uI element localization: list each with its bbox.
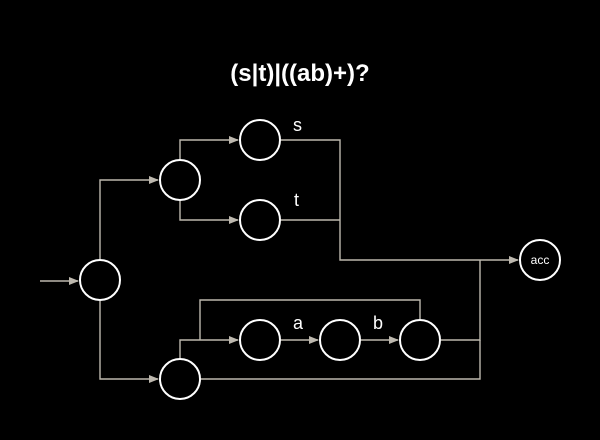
state-lower-split bbox=[159, 358, 201, 400]
edge-start-to-upper-split bbox=[99, 176, 159, 260]
edge-s-to-accept bbox=[280, 139, 519, 264]
states bbox=[79, 119, 561, 400]
edge-label-t: t bbox=[294, 190, 299, 210]
edge-upper-split-to-t bbox=[179, 200, 239, 224]
state-b bbox=[319, 319, 361, 361]
state-a bbox=[239, 319, 281, 361]
edge-ab-end-to-accept bbox=[441, 260, 481, 341]
edge-label-b: b bbox=[373, 313, 383, 333]
edge-start-to-lower-split bbox=[99, 301, 159, 383]
edge-lower-split-to-a bbox=[179, 336, 239, 359]
edges bbox=[40, 136, 519, 383]
state-ab-end bbox=[399, 319, 441, 361]
state-start bbox=[79, 259, 121, 301]
state-upper-split bbox=[159, 159, 201, 201]
state-accept bbox=[519, 239, 561, 281]
edge-label-s: s bbox=[293, 115, 302, 135]
accept-state-label: acc bbox=[531, 253, 550, 267]
edge-upper-split-to-s bbox=[179, 136, 239, 160]
state-s bbox=[239, 119, 281, 161]
state-t bbox=[239, 199, 281, 241]
edge-ab-loop bbox=[199, 299, 421, 340]
diagram-title: (s|t)|((ab)+)? bbox=[230, 60, 369, 87]
edge-label-a: a bbox=[293, 313, 304, 333]
edge-lower-split-skip-to-accept bbox=[200, 340, 481, 380]
